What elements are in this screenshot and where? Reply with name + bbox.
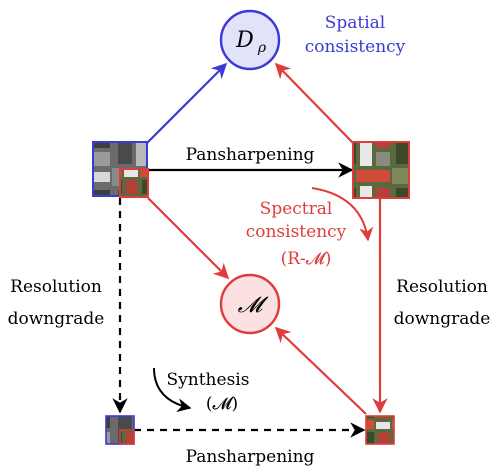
spectral-metric-node: 𝓜 [221, 275, 279, 333]
synthesis-label: Synthesis [167, 370, 250, 390]
ms-image-downgraded [120, 430, 134, 444]
resolution-downgrade-right-label-1: Resolution [396, 277, 488, 297]
input-images-bottom-left [106, 416, 134, 444]
ms-to-metric-arrow [148, 198, 228, 278]
synthesis-metric-label: (𝓜) [206, 394, 238, 414]
spectral-consistency-label-2: consistency [246, 222, 347, 242]
resolution-downgrade-left-label-2: downgrade [8, 309, 105, 329]
spatial-consistency-label-2: consistency [305, 37, 406, 57]
fused-to-spatial-arrow [276, 64, 354, 144]
spectral-consistency-label-1: Spectral [260, 199, 333, 219]
bottom-fused-to-metric-arrow [276, 328, 366, 414]
pansharpening-top-label: Pansharpening [186, 145, 315, 165]
spatial-metric-node: D ρ [221, 11, 279, 69]
spatial-metric-subscript: ρ [257, 40, 267, 56]
spatial-consistency-label-1: Spatial [325, 13, 386, 33]
input-images-top-left [93, 142, 148, 197]
spatial-arrow [146, 64, 226, 144]
ms-image [120, 169, 148, 197]
fused-image-top [353, 142, 409, 198]
fused-image-bottom [366, 416, 394, 444]
spatial-metric-symbol: D [235, 28, 254, 53]
spectral-consistency-metric-label: (R-𝓜) [281, 249, 332, 269]
resolution-downgrade-right-label-2: downgrade [394, 309, 491, 329]
pansharpening-bottom-label: Pansharpening [186, 447, 315, 467]
resolution-downgrade-left-label-1: Resolution [10, 277, 102, 297]
